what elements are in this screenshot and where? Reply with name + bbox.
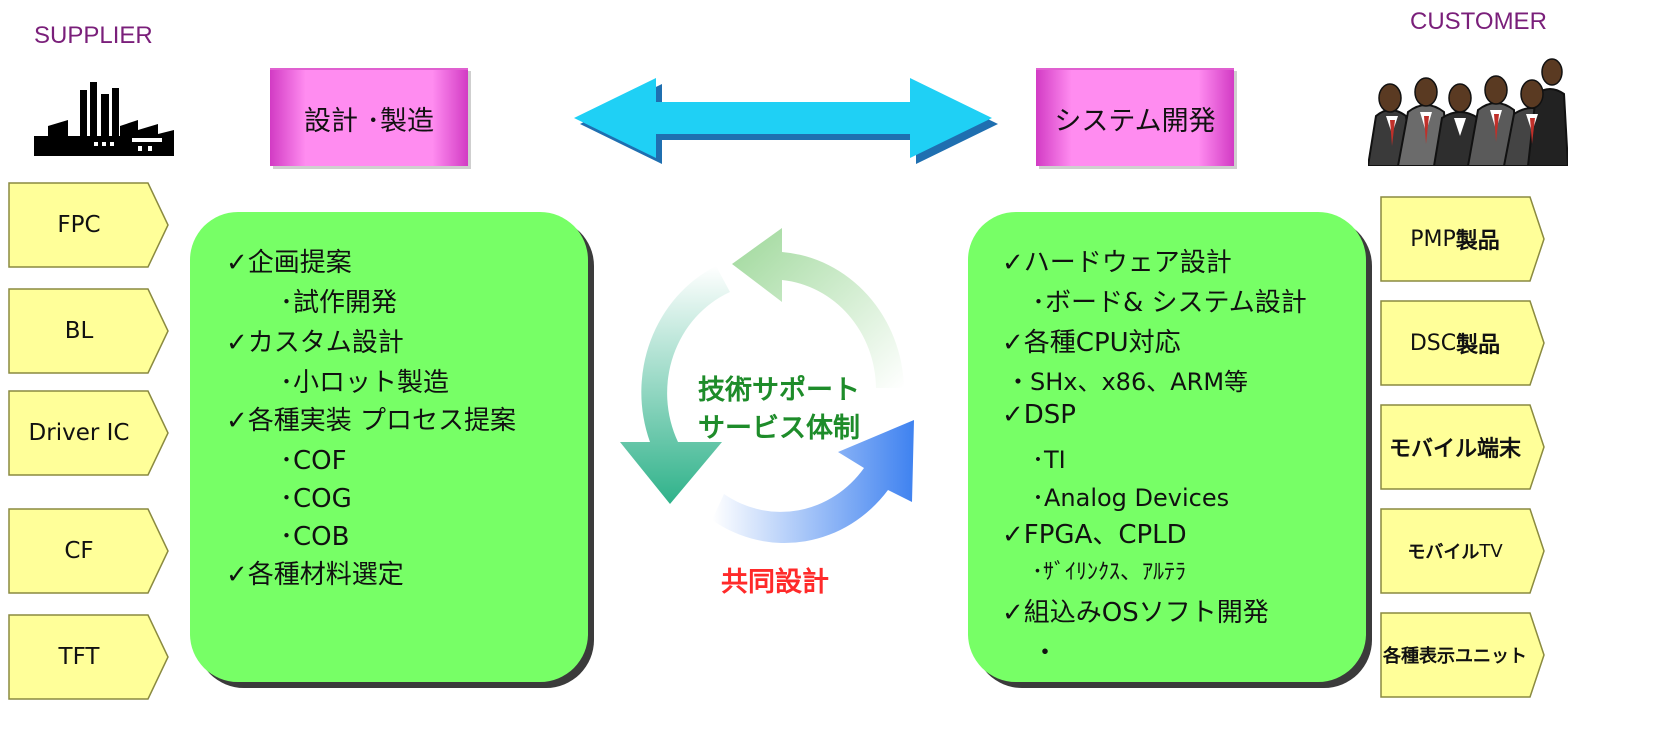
supplier-tag: Driver IC	[8, 390, 174, 476]
supplier-tag: CF	[8, 508, 174, 594]
supplier-tag: BL	[8, 288, 174, 374]
system-development-box: システム開発	[1036, 68, 1234, 166]
panel-subitem: ･COB	[280, 522, 350, 552]
joint-design-label: 共同設計	[721, 567, 829, 598]
supplier-tag: TFT	[8, 614, 174, 704]
panel-subitem: ･TI	[1032, 446, 1066, 474]
supplier-tag-label: BL	[64, 318, 94, 344]
panel-subitem: ・	[1032, 638, 1059, 668]
panel-subitem: ･小ロット製造	[280, 368, 450, 398]
supplier-tag-label: FPC	[57, 212, 101, 238]
panel-subitem: ･Analog Devices	[1032, 484, 1230, 512]
business-people-icon	[1366, 54, 1570, 167]
panel-item: ✓カスタム設計	[226, 328, 404, 358]
panel-item: ✓企画提案	[226, 248, 352, 278]
cycle-arrows-icon	[612, 220, 942, 570]
cycle-title-line2: サービス体制	[698, 413, 860, 444]
panel-subitem: ･COF	[280, 446, 347, 476]
customer-tag-label: モバイル端末	[1388, 437, 1521, 462]
supplier-tag-label: CF	[64, 538, 94, 564]
customer-tag-label: 各種表示ユニット	[1383, 646, 1527, 667]
panel-item: ✓各種CPU対応	[1002, 328, 1181, 358]
panel-subitem: ・SHx、x86、ARM等	[1006, 368, 1249, 396]
panel-subitem: ･ｻﾞｲﾘﾝｸｽ、ｱﾙﾃﾗ	[1032, 560, 1187, 585]
panel-item: ✓DSP	[1002, 400, 1076, 430]
double-arrow-icon	[560, 62, 1010, 172]
customer-tag: 各種表示ユニット	[1380, 612, 1546, 702]
design-services-panel: ✓企画提案 ･試作開発 ✓カスタム設計 ･小ロット製造 ✓各種実装 プロセス提案…	[190, 212, 588, 682]
system-services-panel: ✓ハードウェア設計 ･ボード& システム設計 ✓各種CPU対応 ・SHx、x86…	[968, 212, 1366, 682]
panel-subitem: ･ボード& システム設計	[1032, 288, 1307, 318]
supplier-tag-label: TFT	[58, 644, 100, 670]
panel-item: ✓ハードウェア設計	[1002, 248, 1232, 278]
supplier-label: SUPPLIER	[34, 22, 153, 49]
panel-subitem: ･COG	[280, 484, 352, 514]
cycle-title-line1: 技術サポート	[698, 375, 860, 406]
factory-icon	[34, 80, 174, 156]
panel-item: ✓各種材料選定	[226, 560, 404, 590]
panel-item: ✓各種実装 プロセス提案	[226, 406, 517, 436]
customer-label: CUSTOMER	[1410, 8, 1547, 35]
panel-subitem: ･試作開発	[280, 288, 398, 318]
design-manufacturing-box: 設計 ･製造	[270, 68, 468, 166]
supplier-tag-label: Driver IC	[28, 420, 130, 446]
panel-item: ✓FPGA、CPLD	[1002, 520, 1187, 550]
supplier-tag: FPC	[8, 182, 174, 268]
customer-tag: モバイル端末	[1380, 404, 1546, 490]
panel-item: ✓組込みOSソフト開発	[1002, 598, 1269, 628]
